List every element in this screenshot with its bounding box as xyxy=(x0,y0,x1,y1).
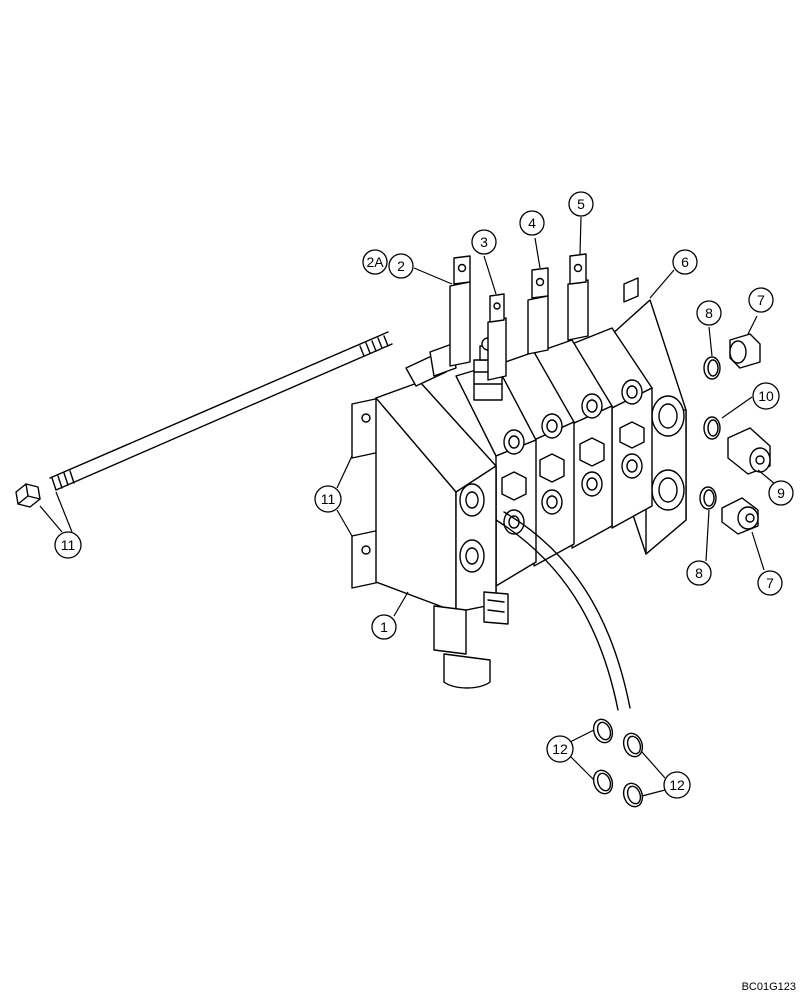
callout-12-right: 12 xyxy=(663,771,691,799)
callout-6: 6 xyxy=(672,249,698,275)
inlet-section-body xyxy=(375,381,509,689)
callout-11-rod: 11 xyxy=(54,531,82,559)
spool-handle-2 xyxy=(449,255,471,367)
plug-7-lower xyxy=(721,497,759,535)
spool-section-4 xyxy=(571,327,653,529)
spool-handle-3 xyxy=(487,293,507,381)
callout-10: 10 xyxy=(752,382,780,410)
callout-label: 2A xyxy=(366,254,384,270)
spool-handle-4 xyxy=(527,267,549,355)
spool-section-3 xyxy=(531,339,613,549)
callout-5: 5 xyxy=(568,191,594,217)
callout-label: 8 xyxy=(705,305,713,321)
reference-code: BC01G123 xyxy=(742,981,796,993)
callout-label: 11 xyxy=(61,537,76,553)
callout-label: 12 xyxy=(552,741,568,757)
callout-2A: 2A xyxy=(362,249,388,275)
callout-label: 4 xyxy=(528,215,536,231)
callout-label: 3 xyxy=(480,234,488,250)
callout-1: 1 xyxy=(371,614,397,640)
hex-nut xyxy=(15,483,41,508)
o-ring-12-c xyxy=(592,769,614,795)
callout-label: 7 xyxy=(757,292,765,308)
callout-11-bracket: 11 xyxy=(314,485,342,513)
tie-rod xyxy=(49,331,393,491)
plug-9 xyxy=(727,427,771,475)
seal-ring-8-upper xyxy=(703,356,721,380)
callout-3: 3 xyxy=(471,229,497,255)
callout-7-upper: 7 xyxy=(748,287,774,313)
callout-7-lower: 7 xyxy=(757,570,783,596)
callout-12-left: 12 xyxy=(546,735,574,763)
o-ring-12-a xyxy=(592,718,614,744)
leader-lines xyxy=(39,216,776,797)
callout-4: 4 xyxy=(519,210,545,236)
o-ring-12-d xyxy=(622,782,644,808)
seal-ring-10 xyxy=(703,416,721,440)
callout-label: 7 xyxy=(766,575,774,591)
callout-label: 11 xyxy=(321,491,336,507)
callout-label: 12 xyxy=(669,777,685,793)
plug-7-upper xyxy=(729,333,761,369)
callout-9: 9 xyxy=(768,480,794,506)
pilot-lines xyxy=(495,511,631,711)
callout-label: 1 xyxy=(380,619,388,635)
seal-ring-8-lower xyxy=(699,486,717,510)
callout-label: 9 xyxy=(777,485,785,501)
callout-2: 2 xyxy=(388,253,414,279)
callout-label: 5 xyxy=(577,196,585,212)
elbow-fitting xyxy=(405,343,457,387)
mounting-bracket-lower xyxy=(351,529,381,589)
callout-8-lower: 8 xyxy=(686,560,712,586)
callout-label: 6 xyxy=(681,254,689,270)
o-ring-12-b xyxy=(622,732,644,758)
callout-label: 8 xyxy=(695,565,703,581)
callout-8-upper: 8 xyxy=(696,300,722,326)
callout-label: 2 xyxy=(397,258,405,274)
spool-handle-5 xyxy=(567,253,589,341)
callout-label: 10 xyxy=(758,388,774,404)
